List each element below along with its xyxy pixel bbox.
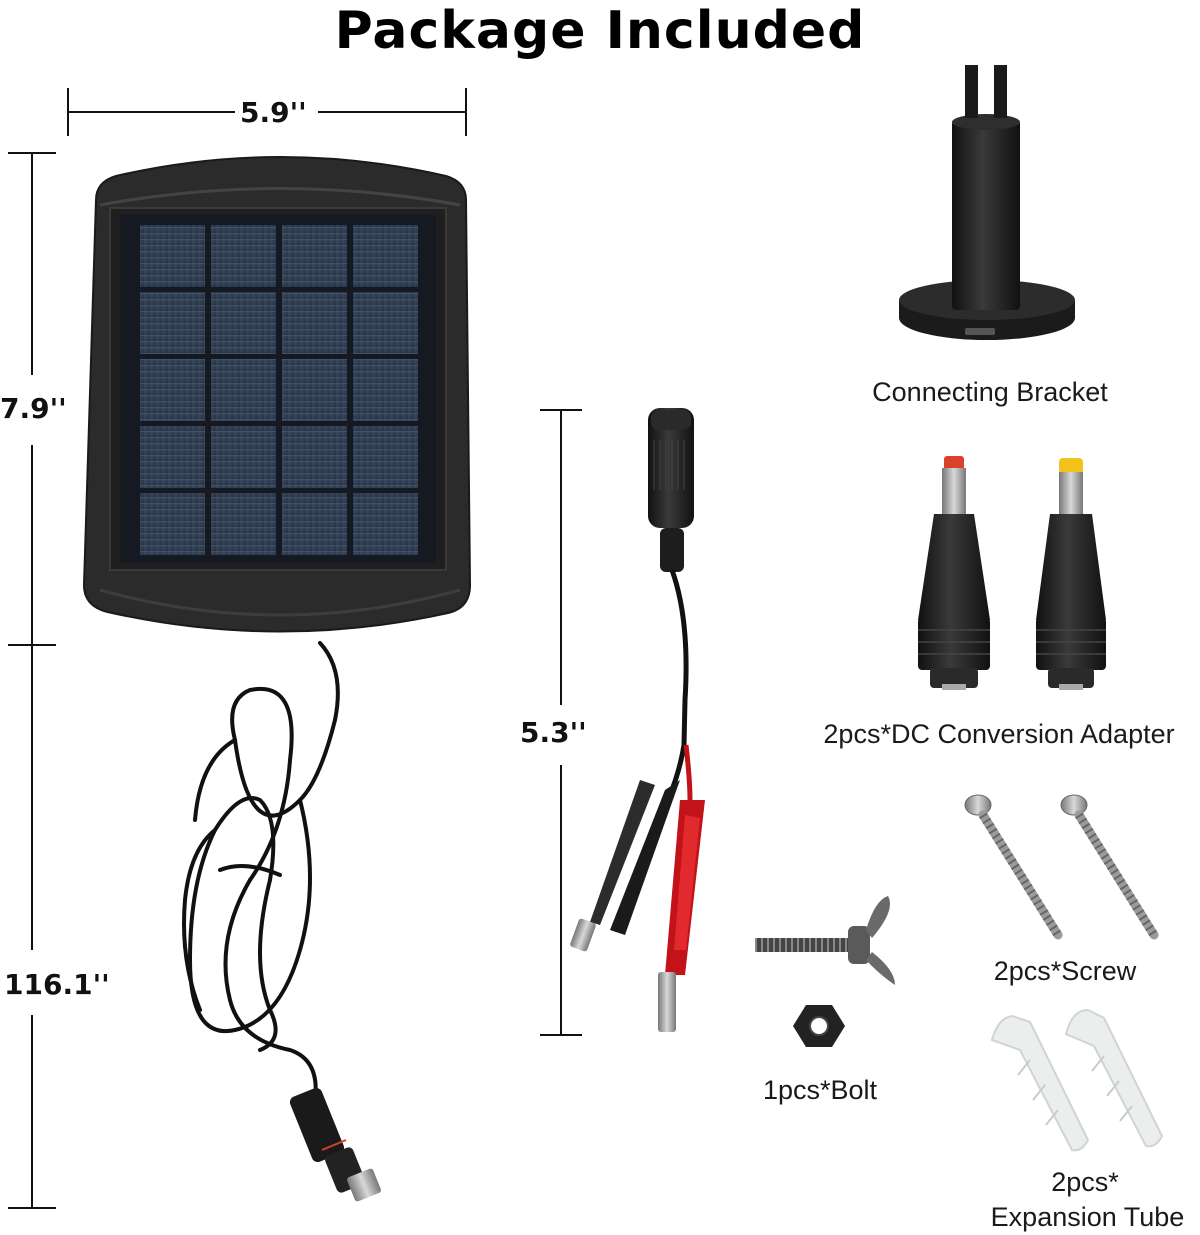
expansion-tube-count-label: 2pcs* xyxy=(1051,1167,1119,1197)
clip-cable-dimension-line xyxy=(540,409,582,1036)
hex-nut xyxy=(793,1005,845,1047)
cable-length-label: 116.1'' xyxy=(4,968,110,1002)
adapter-label: 2pcs*DC Conversion Adapter xyxy=(823,719,1175,749)
bolt-label: 1pcs*Bolt xyxy=(762,1075,878,1105)
width-dimension-line xyxy=(67,88,467,136)
dc-adapter-yellow-tip xyxy=(1036,458,1106,690)
alligator-clip-cable xyxy=(570,408,705,1032)
panel-height-label: 7.9'' xyxy=(0,392,67,426)
expansion-tube-1 xyxy=(990,1014,1090,1152)
wing-bolt xyxy=(755,896,895,985)
expansion-tube-label: Expansion Tube xyxy=(990,1202,1185,1232)
dc-adapter-red-tip xyxy=(918,456,990,690)
expansion-tube-2 xyxy=(1064,1008,1164,1148)
page-title: Package Included xyxy=(334,1,866,61)
clip-cable-length-label: 5.3'' xyxy=(520,716,587,750)
height-dimension-line xyxy=(8,152,56,1209)
screw-label: 2pcs*Screw xyxy=(993,956,1137,986)
coiled-cable xyxy=(182,641,340,1102)
width-dimension-label: 5.9'' xyxy=(240,96,307,130)
screw-1 xyxy=(964,794,1063,940)
screw-2 xyxy=(1060,794,1159,940)
solar-cells xyxy=(140,225,418,555)
bracket-label: Connecting Bracket xyxy=(872,377,1108,407)
cable-plug xyxy=(289,1087,381,1202)
solar-panel xyxy=(82,156,472,633)
connecting-bracket xyxy=(899,65,1075,340)
